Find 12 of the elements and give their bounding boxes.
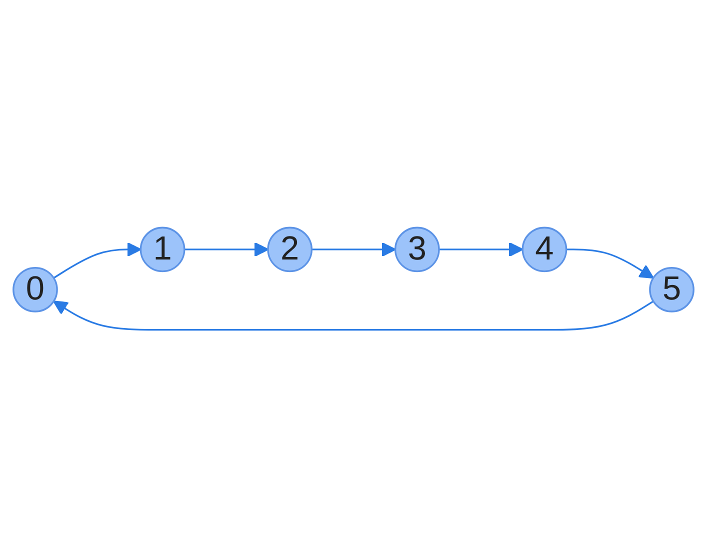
arrow — [53, 242, 142, 280]
arrow — [566, 249, 654, 280]
node-circle: 4 — [522, 227, 568, 273]
arrow — [439, 242, 524, 258]
arrow — [184, 242, 269, 258]
arrow — [53, 301, 654, 332]
node-circle: 1 — [140, 227, 186, 273]
node-circle: 2 — [267, 227, 313, 273]
node-circle: 0 — [12, 267, 58, 313]
node-circle: 5 — [649, 267, 694, 313]
node-circle: 3 — [394, 227, 440, 273]
arrow — [312, 242, 396, 258]
